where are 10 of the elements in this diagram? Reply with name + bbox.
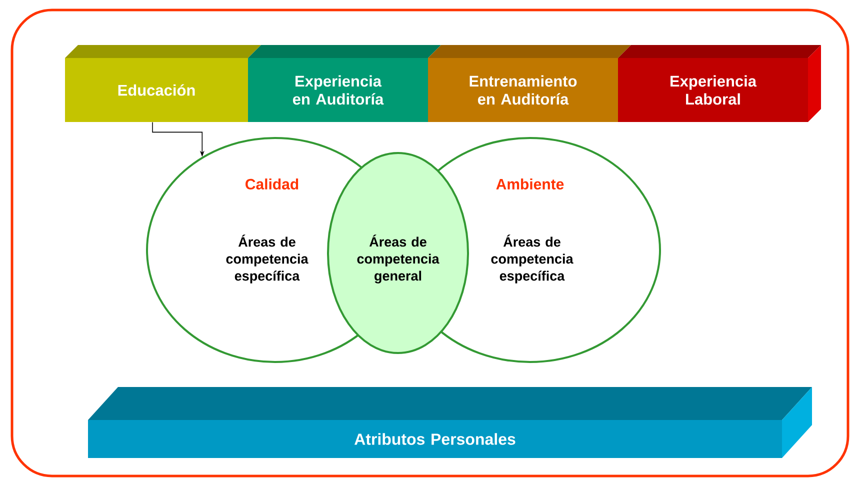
label-text: Áreas de competencia específica xyxy=(491,234,574,284)
block-box: Experiencia Laboral xyxy=(618,45,821,122)
block-box: Entrenamiento en Auditoría xyxy=(428,45,631,122)
label-text: Áreas de competencia específica xyxy=(226,234,308,284)
label-text: Áreas de competencia general xyxy=(357,234,440,284)
bar-box: Atributos Personales xyxy=(88,387,812,458)
block-box: Educación xyxy=(65,45,261,122)
heading: Calidad xyxy=(246,178,298,190)
block-box: Experiencia en Auditoría xyxy=(248,45,441,122)
heading: Ambiente xyxy=(496,178,564,190)
